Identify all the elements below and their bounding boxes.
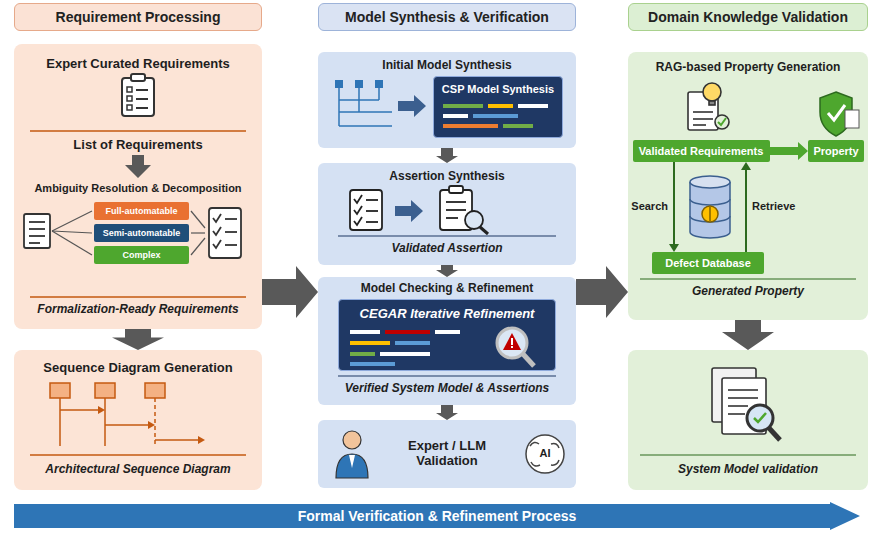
node-title: System Model validation: [632, 462, 864, 476]
category-tag: Semi-automatable: [94, 224, 189, 242]
shield-icon: [820, 92, 859, 136]
node-caption: Ambiguity Resolution & Decomposition: [18, 182, 258, 195]
node-title: Expert / LLM Validation: [387, 439, 507, 469]
underline: [640, 278, 856, 279]
node-title: RAG-based Property Generation: [632, 60, 864, 74]
connector-arrow: [112, 329, 164, 350]
arrow-fill: [14, 502, 860, 530]
idea-document-icon: [688, 83, 729, 130]
documents-magnifier-icon: [712, 368, 780, 440]
underline: [338, 375, 556, 376]
category-tag: Full-automatable: [94, 202, 189, 220]
person-icon: [336, 431, 368, 478]
connector-arrow: [436, 148, 458, 163]
node-title: Defect Database: [665, 257, 751, 270]
node-title: Assertion Synthesis: [322, 169, 572, 183]
data-box: Property: [808, 140, 864, 162]
connector-arrow: [722, 320, 774, 350]
node-title: Semi-automatable: [103, 228, 181, 238]
brain-icon: [526, 435, 564, 473]
inspection-icon: [440, 186, 488, 234]
database-icon: [690, 176, 730, 238]
connector-arrow: [669, 162, 679, 252]
connector-arrow: [576, 266, 628, 318]
node-caption: Validated Assertion: [322, 241, 572, 255]
data-box: Defect Database: [652, 252, 764, 274]
node-caption: Verified System Model & Assertions: [322, 381, 572, 395]
connector-arrow: [436, 405, 458, 420]
node-title: Validated Requirements: [639, 145, 764, 158]
underline: [338, 235, 556, 236]
node-caption: Architectural Sequence Diagram: [18, 462, 258, 476]
node-caption: Formalization-Ready Requirements: [18, 302, 258, 316]
connector-arrow: [770, 142, 809, 160]
node-title: Full-automatable: [105, 206, 177, 216]
underline: [30, 454, 246, 456]
connector-arrow: [436, 265, 458, 277]
data-box: Validated Requirements: [633, 140, 770, 162]
node-title: CEGAR Iterative Refinement: [343, 306, 551, 322]
node-title: Formal Verification & Refinement Process: [298, 508, 577, 524]
underline: [30, 296, 246, 298]
checklist-icon: [209, 208, 241, 258]
code-lines: [350, 330, 460, 366]
node-title: Model Synthesis & Verification: [345, 9, 549, 25]
document-icon: [24, 214, 50, 248]
clipboard-icon: [122, 74, 154, 116]
split-lines: [52, 211, 205, 255]
node-title: Sequence Diagram Generation: [18, 360, 258, 376]
right-arrow: [395, 200, 423, 222]
connector-arrow: [741, 162, 751, 252]
node-title: Domain Knowledge Validation: [648, 9, 848, 25]
section-header: Model Synthesis & Verification: [318, 3, 576, 31]
process-bar: Formal Verification & Refinement Process: [14, 502, 860, 530]
node-title: Initial Model Synthesis: [322, 58, 572, 72]
node-title: Requirement Processing: [56, 9, 221, 25]
underline: [30, 130, 246, 132]
node-title: Property: [813, 145, 858, 158]
node-title: Expert Curated Requirements: [18, 56, 258, 72]
sequence-diagram-icon: [50, 383, 205, 446]
edge-label: Retrieve: [752, 200, 795, 213]
connector-arrow: [262, 266, 318, 318]
icon-label: AI: [540, 447, 551, 460]
node-title: Complex: [122, 250, 160, 260]
node-title: Model Checking & Refinement: [322, 281, 572, 295]
down-arrow: [125, 155, 151, 178]
category-tag: Complex: [94, 246, 189, 264]
edge-label: Search: [631, 200, 668, 213]
node-caption: List of Requirements: [18, 137, 258, 153]
process-panel: RAG-based Property GenerationGenerated P…: [628, 52, 868, 320]
checklist-icon: [350, 190, 382, 230]
code-lines: [443, 104, 548, 128]
tree-icon: [335, 80, 426, 126]
node-title: CSP Model Synthesis: [438, 83, 558, 96]
section-header: Requirement Processing: [14, 3, 262, 31]
node-caption: Generated Property: [632, 284, 864, 298]
section-header: Domain Knowledge Validation: [628, 3, 868, 31]
process-panel: Sequence Diagram GenerationArchitectural…: [14, 350, 262, 490]
underline: [640, 454, 856, 455]
warning-magnifier: [497, 328, 534, 366]
